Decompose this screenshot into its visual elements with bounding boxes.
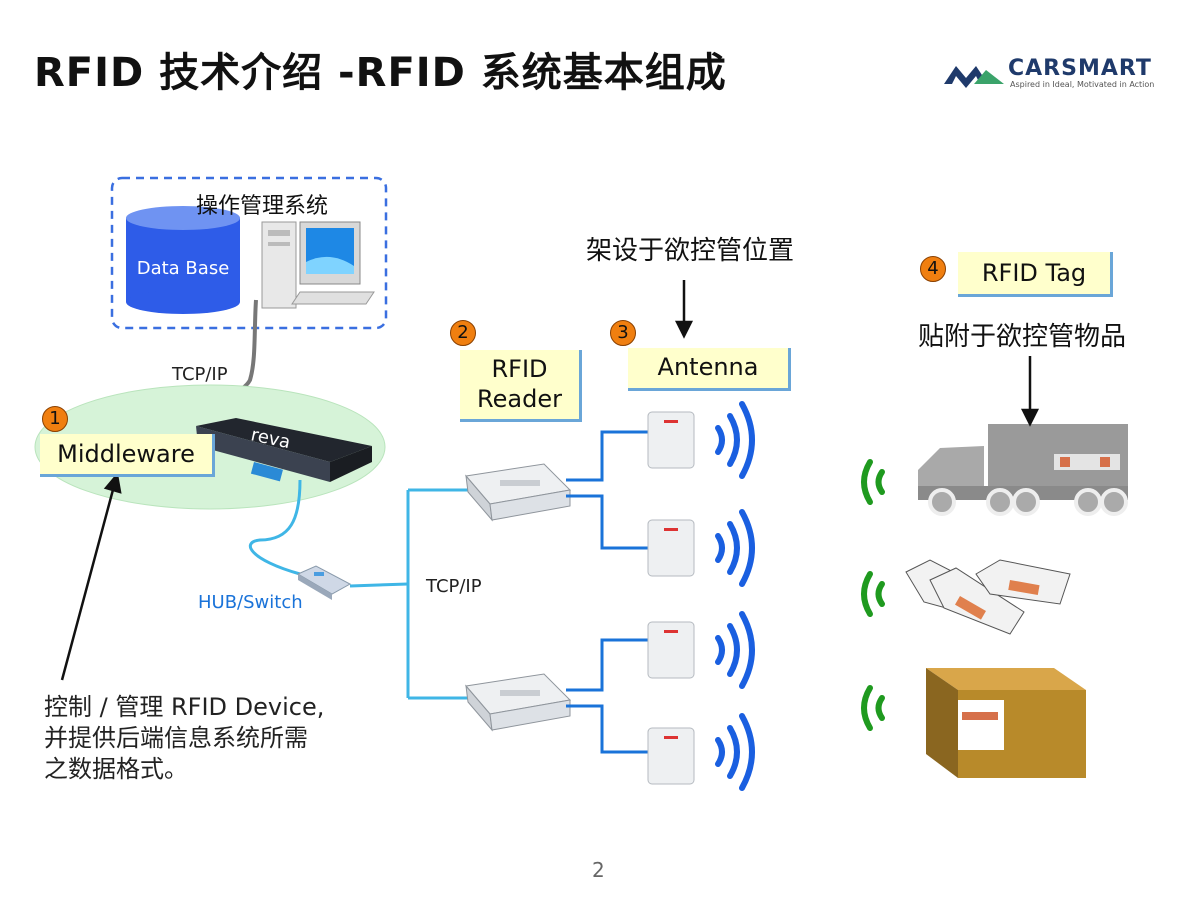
middleware-hub-cable — [248, 479, 302, 576]
hang-tags-icon — [905, 559, 1071, 635]
tag-label: RFID Tag — [958, 252, 1113, 297]
tcpip-top-label: TCP/IP — [172, 364, 228, 385]
page-title: RFID 技术介绍 -RFID 系统基本组成 — [34, 50, 727, 96]
component-1-badge: 1 — [42, 406, 68, 432]
logo-tagline: Aspired in Ideal, Motivated in Action — [1010, 80, 1155, 89]
antenna-label: Antenna — [628, 348, 791, 391]
hub-switch-icon — [296, 565, 352, 600]
component-4-badge: 4 — [920, 256, 946, 282]
database-label: Data Base — [136, 258, 230, 279]
middleware-description: 控制 / 管理 RFID Device, 并提供后端信息系统所需 之数据格式。 — [44, 692, 384, 785]
tag-note: 贴附于欲控管物品 — [918, 322, 1127, 352]
reader-antenna-lines — [566, 430, 648, 754]
backend-group-box — [110, 176, 388, 330]
middleware-desc-line1: 控制 / 管理 RFID Device, — [44, 693, 325, 721]
cardboard-box-icon — [926, 668, 1086, 778]
logo-name: CARSMART — [1008, 56, 1152, 81]
truck-icon — [918, 424, 1128, 516]
component-2-badge: 2 — [450, 320, 476, 346]
antenna-4-icon — [647, 727, 695, 785]
database-icon — [126, 206, 240, 314]
pointer-arrows — [60, 280, 1040, 681]
reader-label-line2: Reader — [477, 385, 562, 413]
reader-label: RFID Reader — [460, 350, 582, 422]
hub-switch-label: HUB/Switch — [198, 592, 303, 613]
middleware-desc-line3: 之数据格式。 — [44, 755, 188, 783]
page-number: 2 — [592, 858, 605, 882]
reader-label-line1: RFID — [491, 355, 548, 383]
component-3-badge: 3 — [610, 320, 636, 346]
computer-icon — [261, 221, 375, 309]
tag-wave-icons — [861, 459, 885, 731]
antenna-2-icon — [647, 519, 695, 577]
antenna-1-icon — [647, 411, 695, 469]
backend-caption: 操作管理系统 — [196, 194, 329, 219]
antenna-note: 架设于欲控管位置 — [586, 236, 795, 266]
rfid-reader-2-icon — [465, 673, 572, 732]
middleware-server-icon: reva — [196, 418, 372, 482]
middleware-label: Middleware — [40, 434, 215, 477]
antenna-wave-icons — [715, 401, 755, 791]
network-lines — [349, 488, 470, 700]
antenna-3-icon — [647, 621, 695, 679]
tcpip-mid-label: TCP/IP — [426, 576, 482, 597]
rfid-reader-1-icon — [465, 463, 572, 522]
middleware-desc-line2: 并提供后端信息系统所需 — [44, 724, 308, 752]
